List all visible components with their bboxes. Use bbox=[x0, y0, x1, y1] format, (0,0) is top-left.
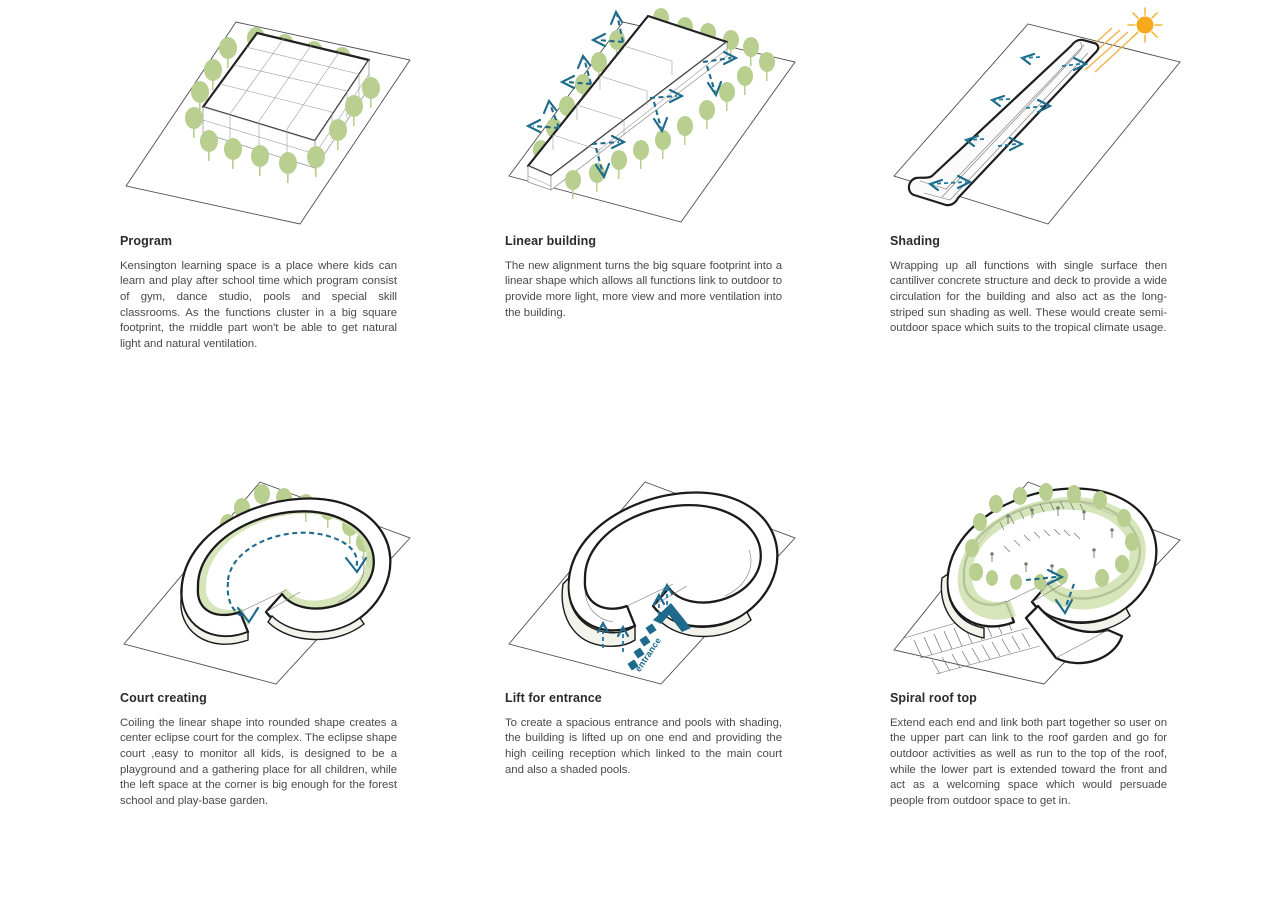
trees-front bbox=[565, 66, 753, 199]
panel-court-creating: Court creating Coiling the linear shape … bbox=[110, 452, 495, 904]
roof-circulation-arrows bbox=[1025, 568, 1075, 616]
trees-front bbox=[185, 77, 380, 183]
circulation-arrows bbox=[927, 52, 1089, 192]
figure-shading-massing bbox=[880, 0, 1210, 235]
panel-program: Program Kensington learning space is a p… bbox=[110, 0, 495, 452]
caption-court-creating: Court creating Coiling the linear shape … bbox=[120, 691, 397, 810]
panel-body: The new alignment turns the big square f… bbox=[505, 259, 782, 319]
figure-spiral-roof-massing bbox=[880, 460, 1210, 695]
panel-shading: Shading Wrapping up all functions with s… bbox=[880, 0, 1265, 452]
panel-title: Program bbox=[120, 234, 173, 248]
roof-garden-trees bbox=[965, 483, 1139, 590]
panel-title: Shading bbox=[890, 234, 941, 248]
panel-body: Kensington learning space is a place whe… bbox=[120, 259, 397, 350]
circulation-loop-arrows bbox=[226, 531, 368, 624]
panel-linear-building: Linear building The new alignment turns … bbox=[495, 0, 880, 452]
caption-shading: Shading Wrapping up all functions with s… bbox=[890, 234, 1167, 337]
panel-title: Lift for entrance bbox=[505, 691, 602, 705]
entrance-arrow bbox=[627, 603, 691, 671]
figure-court-massing bbox=[110, 460, 440, 695]
panel-lift-for-entrance: entrance Lift for entrance To create a s… bbox=[495, 452, 880, 904]
panel-spiral-roof-top: Spiral roof top Extend each end and link… bbox=[880, 452, 1265, 904]
figure-lifted-entrance-massing: entrance bbox=[495, 460, 825, 695]
building-mass-linear bbox=[526, 14, 729, 191]
lifted-ring-form bbox=[561, 491, 779, 647]
figure-linear-massing bbox=[495, 0, 825, 235]
people-figures bbox=[990, 506, 1114, 574]
entrance-dashes bbox=[627, 623, 657, 671]
ventilation-arrows-right bbox=[591, 50, 739, 180]
coiled-ring-form bbox=[180, 497, 392, 645]
caption-lift-for-entrance: Lift for entrance To create a spacious e… bbox=[505, 691, 782, 778]
caption-linear-building: Linear building The new alignment turns … bbox=[505, 234, 782, 321]
panel-body: Extend each end and link both part toget… bbox=[890, 716, 1167, 807]
caption-program: Program Kensington learning space is a p… bbox=[120, 234, 397, 353]
panel-title: Linear building bbox=[505, 234, 597, 248]
panel-title: Spiral roof top bbox=[890, 691, 977, 705]
panel-body: To create a spacious entrance and pools … bbox=[505, 716, 782, 776]
panel-body: Coiling the linear shape into rounded sh… bbox=[120, 716, 397, 807]
panel-body: Wrapping up all functions with single su… bbox=[890, 259, 1167, 335]
spiral-ramp-form bbox=[940, 487, 1158, 665]
panel-title: Court creating bbox=[120, 691, 207, 705]
figure-program-massing bbox=[110, 0, 440, 235]
sun-icon bbox=[1127, 7, 1163, 43]
caption-spiral-roof-top: Spiral roof top Extend each end and link… bbox=[890, 691, 1167, 810]
ventilation-arrows-left bbox=[525, 9, 625, 134]
